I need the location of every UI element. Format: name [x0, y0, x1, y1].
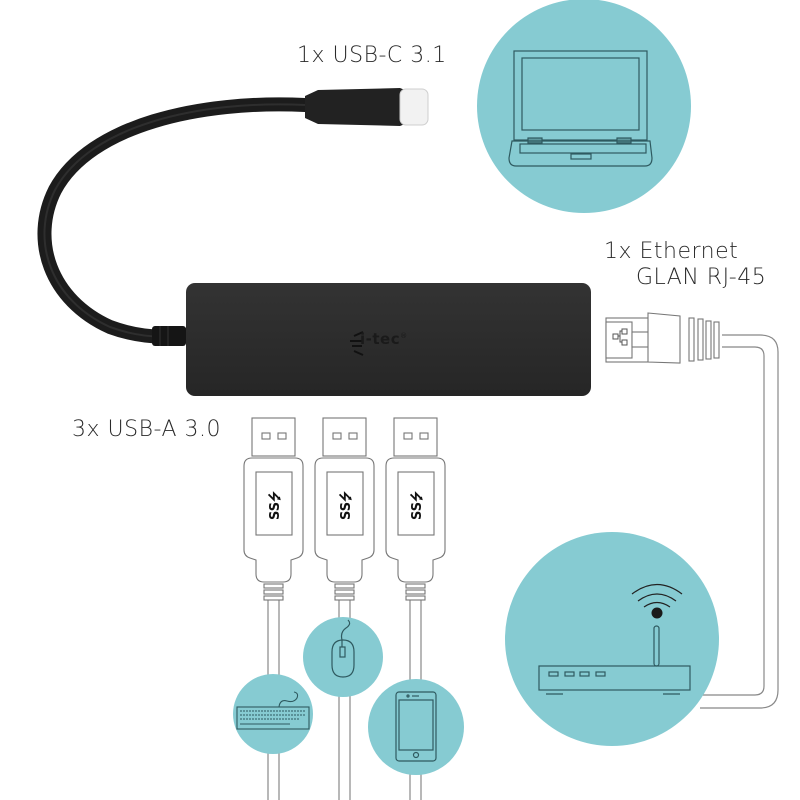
- ethernet-label-line2: GLAN RJ-45: [636, 265, 767, 290]
- mouse-icon: [331, 619, 355, 678]
- usb-c-cable: [37, 88, 429, 346]
- registered-mark: ®: [400, 332, 408, 340]
- smartphone-device: [368, 679, 464, 775]
- brand-text: i-tec: [360, 330, 401, 348]
- usb-c-label: 1x USB-C 3.1: [297, 43, 447, 68]
- i-tec-logo-icon: [350, 331, 364, 356]
- usb-a-plug-icon: SS⭍: [243, 417, 304, 601]
- mouse-device: [303, 617, 383, 697]
- router-device: [505, 532, 719, 746]
- laptop-icon: [508, 50, 653, 167]
- svg-text:SS⭍: SS⭍: [338, 491, 354, 520]
- ethernet-plug-icon: [605, 312, 720, 364]
- ethernet-cable: [605, 312, 779, 709]
- svg-text:SS⭍: SS⭍: [267, 491, 283, 520]
- ethernet-label-line1: 1x Ethernet: [604, 239, 739, 264]
- usb-a-label: 3x USB-A 3.0: [72, 417, 221, 442]
- usb-c-plug-icon: [305, 88, 429, 126]
- wifi-router-icon: [538, 583, 691, 695]
- laptop-device: [477, 0, 691, 213]
- usb-a-plugs: SS⭍ SS⭍ SS⭍: [243, 417, 446, 601]
- svg-text:SS⭍: SS⭍: [409, 491, 425, 520]
- usb-hub: [186, 283, 591, 396]
- keyboard-icon: [236, 691, 310, 730]
- keyboard-device: [233, 674, 313, 754]
- usb-a-plug-icon: SS⭍: [314, 417, 375, 601]
- usb-a-plug-icon: SS⭍: [385, 417, 446, 601]
- wifi-dot-icon: [651, 607, 663, 619]
- hub-brand-logo: i-tec®: [360, 330, 408, 348]
- smartphone-icon: [395, 691, 437, 762]
